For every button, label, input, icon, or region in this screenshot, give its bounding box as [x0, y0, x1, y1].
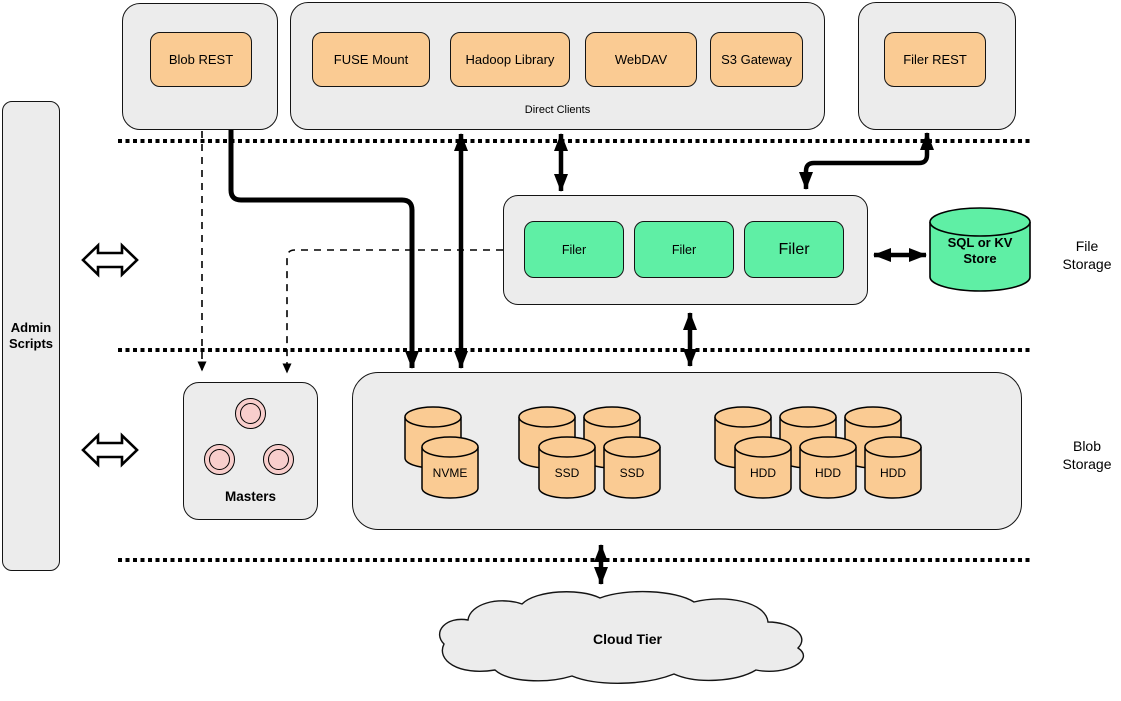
drive-label: SSD [554, 466, 580, 480]
cloud-tier-shape [438, 590, 805, 684]
tier-separator-middle [118, 348, 1030, 352]
blob-rest-node: Blob REST [150, 32, 252, 87]
client-node-hadoop-library: Hadoop Library [450, 32, 570, 87]
filer-node-2: Filer [634, 221, 734, 278]
file-storage-section-label: File Storage [1062, 238, 1112, 273]
filer-node-3: Filer [744, 221, 844, 278]
drive-label: HDD [880, 466, 906, 480]
admin-scripts-label: Admin Scripts [8, 319, 54, 351]
admin-sync-arrow-top-icon [81, 242, 139, 278]
sql-kv-store-label: SQL or KV Store [947, 235, 1013, 266]
drive-cylinder-hdd: HDD [864, 436, 922, 500]
drive-cylinder-hdd: HDD [799, 436, 857, 500]
drive-cylinder-nvme: NVME [421, 436, 479, 500]
client-node-s3-gateway: S3 Gateway [710, 32, 803, 87]
client-node-fuse-mount: FUSE Mount [312, 32, 430, 87]
master-node-icon [204, 444, 235, 475]
connector-blob-rest-to-blob-store [228, 130, 419, 369]
sql-kv-store-cylinder: SQL or KV Store [929, 207, 1031, 293]
drive-label: HDD [750, 466, 776, 480]
filer-rest-label: Filer REST [903, 52, 967, 67]
admin-scripts-panel: Admin Scripts [2, 101, 60, 571]
drive-label: NVME [432, 466, 468, 480]
tier-separator-top [118, 139, 1030, 143]
drive-cylinder-hdd: HDD [734, 436, 792, 500]
cylinder-icon [929, 207, 1031, 292]
blob-rest-label: Blob REST [168, 52, 234, 67]
webdav-label: WebDAV [614, 52, 668, 67]
drive-label: SSD [619, 466, 645, 480]
s3-gateway-label: S3 Gateway [721, 52, 792, 67]
filer-label: Filer [778, 240, 810, 258]
hadoop-library-label: Hadoop Library [465, 52, 555, 67]
connector-dashed-masters-2 [282, 249, 503, 374]
drive-cylinder-ssd: SSD [603, 436, 661, 500]
client-node-webdav: WebDAV [585, 32, 697, 87]
fuse-mount-label: FUSE Mount [333, 52, 409, 67]
direct-clients-caption: Direct Clients [524, 104, 591, 116]
drive-label: HDD [815, 466, 841, 480]
masters-group: Masters [183, 382, 318, 520]
blob-store-group: NVME SSD SSD HDD HDD HDD [352, 372, 1022, 530]
filer-label: Filer [671, 242, 697, 257]
filer-label: Filer [561, 242, 587, 257]
filer-rest-node: Filer REST [884, 32, 986, 87]
tier-separator-bottom [118, 558, 1030, 562]
filer-node-1: Filer [524, 221, 624, 278]
blob-storage-section-label: Blob Storage [1062, 438, 1112, 473]
drive-cylinder-ssd: SSD [538, 436, 596, 500]
master-node-icon [235, 398, 266, 429]
master-node-icon [263, 444, 294, 475]
cloud-tier-label: Cloud Tier [593, 631, 662, 647]
masters-label: Masters [224, 489, 277, 504]
admin-sync-arrow-bottom-icon [81, 432, 139, 468]
